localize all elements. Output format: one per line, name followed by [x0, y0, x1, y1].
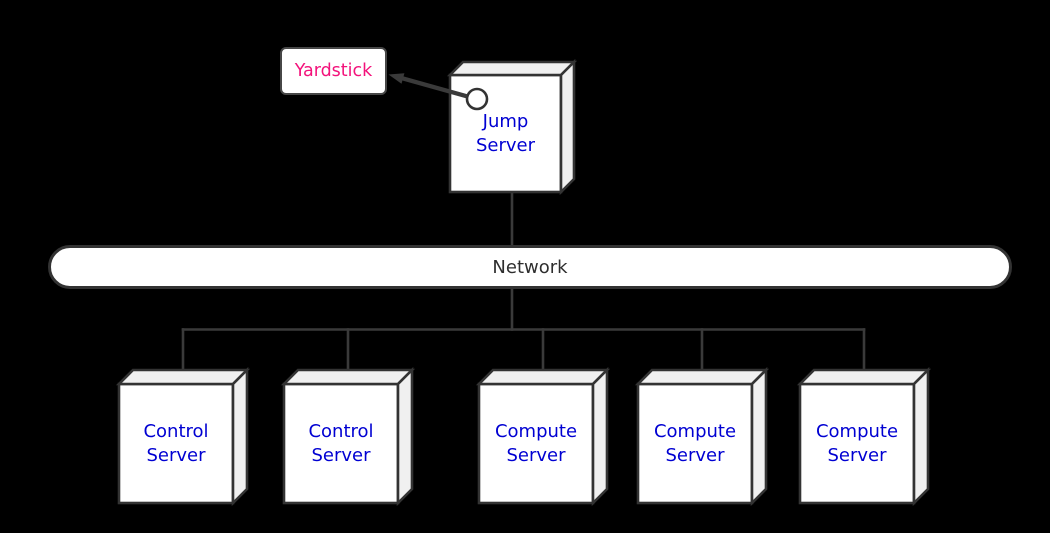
network-bar: Network	[48, 245, 1012, 289]
node-label-compute-server-3: Compute Server	[815, 420, 899, 466]
interface-port-icon	[465, 87, 489, 111]
node-label-compute-server-2: Compute Server	[653, 420, 737, 466]
node-label-control-server-2: Control Server	[308, 420, 374, 466]
server-3d-box-icon	[796, 366, 932, 507]
server-3d-box-icon	[446, 58, 578, 196]
yardstick-label: Yardstick	[294, 61, 373, 81]
node-jump-server: Jump Server	[446, 58, 578, 196]
yardstick-box: Yardstick	[280, 47, 387, 95]
node-label-control-server-1: Control Server	[143, 420, 209, 466]
node-compute-server-1: Compute Server	[475, 366, 611, 507]
node-label-compute-server-1: Compute Server	[494, 420, 578, 466]
node-compute-server-2: Compute Server	[634, 366, 770, 507]
node-control-server-1: Control Server	[115, 366, 251, 507]
node-compute-server-3: Compute Server	[796, 366, 932, 507]
node-label-jump-server: Jump Server	[475, 110, 536, 156]
yardstick-arrowhead-icon	[388, 73, 405, 84]
server-3d-box-icon	[280, 366, 416, 507]
server-3d-box-icon	[115, 366, 251, 507]
node-control-server-2: Control Server	[280, 366, 416, 507]
server-3d-box-icon	[634, 366, 770, 507]
network-label: Network	[492, 256, 568, 278]
server-3d-box-icon	[475, 366, 611, 507]
